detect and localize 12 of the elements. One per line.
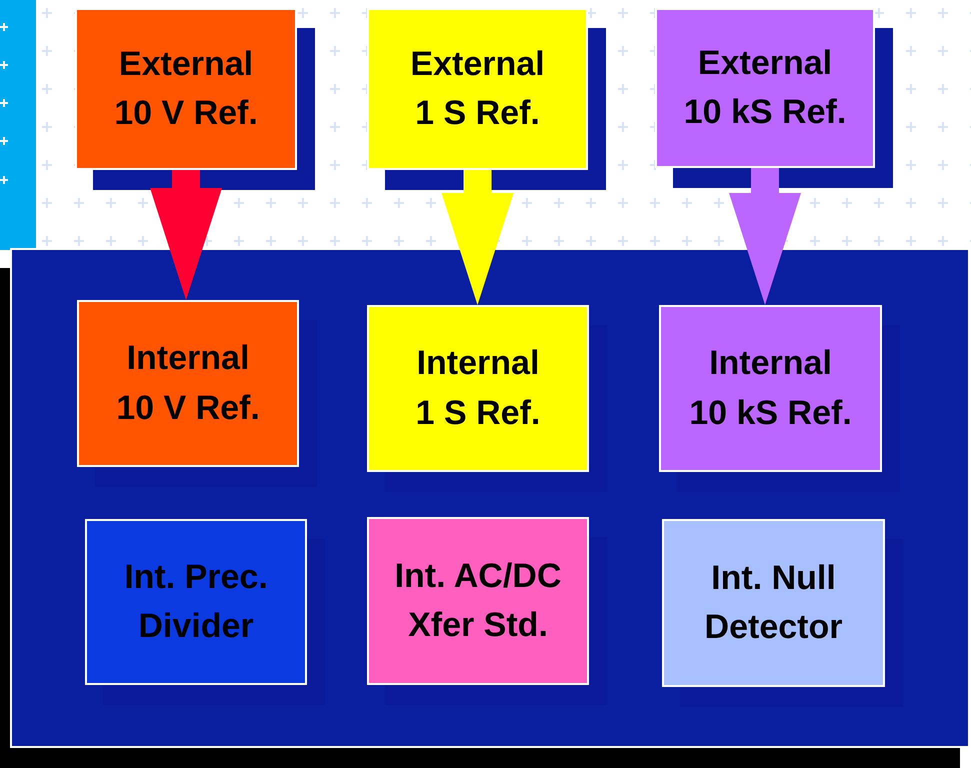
box-label: External 10 V Ref. — [113, 44, 259, 134]
arrow — [150, 170, 222, 300]
box-label: Int. Null Detector — [704, 558, 844, 648]
box-label: Internal 10 V Ref. — [115, 338, 261, 428]
box-label: Int. Prec. Divider — [123, 556, 269, 647]
arrow — [729, 168, 801, 305]
box-label: Internal 10 kS Ref. — [688, 343, 853, 434]
box-label: Int. AC/DC Xfer Std. — [394, 556, 562, 646]
box-label: External 10 kS Ref. — [682, 42, 848, 133]
box-label: External 1 S Ref. — [409, 44, 546, 134]
arrow — [442, 170, 514, 305]
box-label: Internal 1 S Ref. — [414, 343, 542, 434]
